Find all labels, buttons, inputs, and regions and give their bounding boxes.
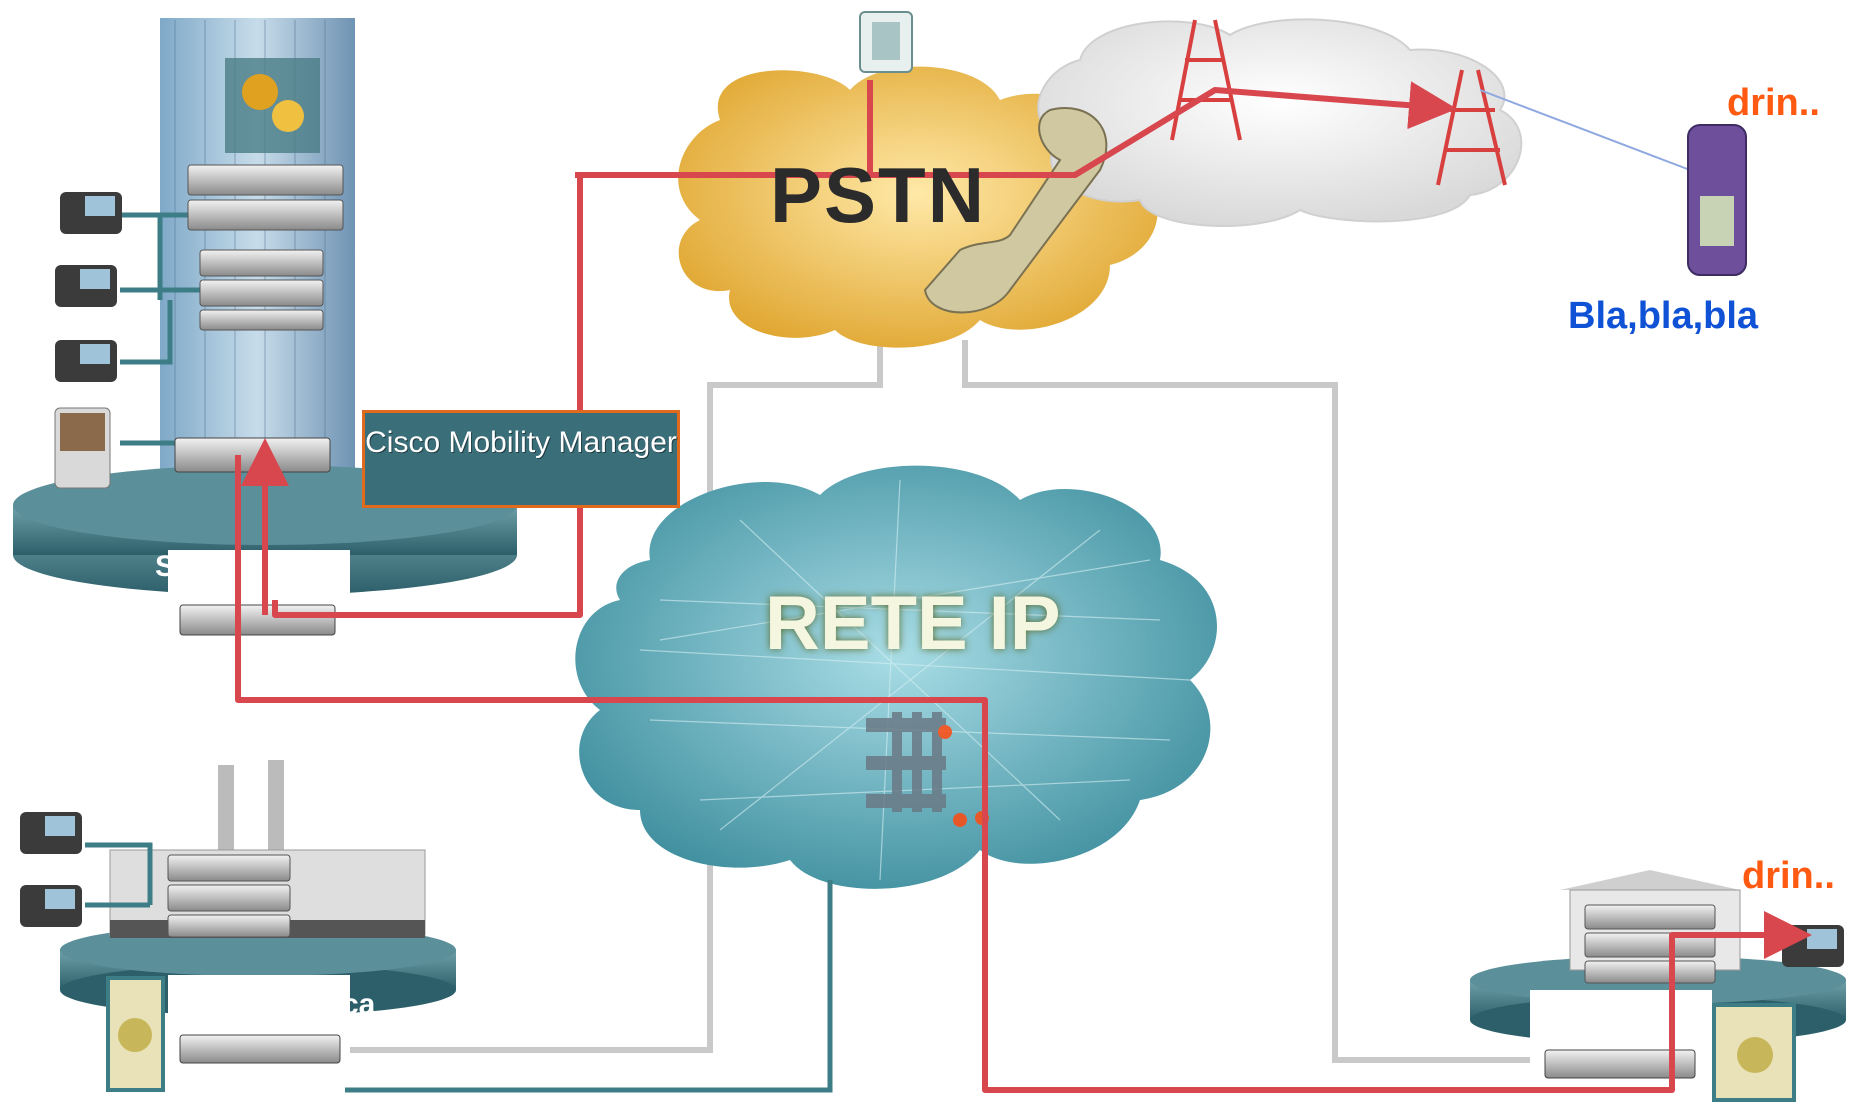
mobility-manager-label: Cisco Mobility Manager: [362, 410, 680, 508]
carrier-cloud: [1037, 18, 1523, 228]
teal-links: [85, 212, 833, 1093]
mobile-speech-label: Bla,bla,bla: [1568, 295, 1759, 337]
switch-icon: [167, 854, 1716, 984]
ring-label-home: drin..: [1742, 855, 1835, 897]
firewall-icon: [866, 712, 989, 827]
server-icon: [225, 58, 320, 153]
server-icon: [174, 437, 331, 473]
ring-label-mobile: drin..: [1727, 82, 1820, 124]
ip-network-label: RETE IP: [765, 581, 1061, 666]
ip-cloud: [575, 465, 1218, 889]
handset-icon: [923, 107, 1108, 314]
pstn-cloud: [678, 66, 1158, 348]
hq-site-label: S le: [155, 550, 209, 583]
pstn-label: PSTN: [770, 151, 987, 239]
mobile-phone-icon: [1687, 124, 1747, 276]
ip-phone-icon: [20, 192, 1844, 967]
branch-site-label: ca: [342, 988, 376, 1021]
router-icon: [179, 604, 1696, 1079]
wireless-link: [1479, 89, 1691, 171]
gear-icon: [106, 976, 1796, 1102]
desk-phone-icon: [859, 11, 913, 73]
grey-links: [345, 340, 1540, 1063]
switch-icon: [187, 164, 344, 331]
call-path: [235, 80, 1812, 1093]
video-phone-icon: [54, 407, 111, 489]
